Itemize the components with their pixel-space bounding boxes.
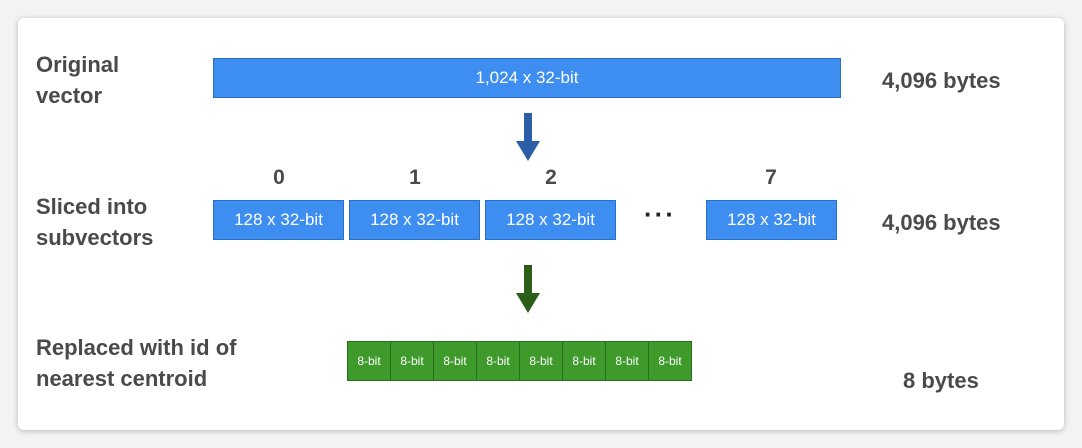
centroid-id-row: 8-bit 8-bit 8-bit 8-bit 8-bit 8-bit 8-bi… [347, 341, 692, 381]
sliced-size-label: 4,096 bytes [882, 210, 1001, 235]
original-vector-label: Original vector [36, 52, 120, 108]
subvector-box-0-text: 128 x 32-bit [234, 210, 323, 229]
subvector-box-2: 128 x 32-bit [485, 200, 616, 240]
subvector-index-2: 2 [545, 166, 557, 189]
subvector-box-1: 128 x 32-bit [349, 200, 480, 240]
ellipsis: ··· [644, 199, 676, 229]
centroid-id-cell: 8-bit [649, 342, 691, 380]
replaced-size-label: 8 bytes [903, 368, 979, 393]
subvector-box-7-text: 128 x 32-bit [727, 210, 816, 229]
subvector-box-1-text: 128 x 32-bit [370, 210, 459, 229]
centroid-id-cell: 8-bit [391, 342, 434, 380]
sliced-subvectors-label: Sliced into subvectors [36, 194, 154, 250]
centroid-id-cell: 8-bit [434, 342, 477, 380]
centroid-id-cell: 8-bit [477, 342, 520, 380]
subvector-index-0: 0 [273, 166, 285, 189]
centroid-id-cell: 8-bit [348, 342, 391, 380]
centroid-id-cell: 8-bit [563, 342, 606, 380]
subvector-index-7: 7 [765, 166, 777, 189]
original-vector-box-text: 1,024 x 32-bit [475, 68, 579, 87]
subvector-box-0: 128 x 32-bit [213, 200, 344, 240]
subvector-box-7: 128 x 32-bit [706, 200, 837, 240]
centroid-id-cell: 8-bit [520, 342, 563, 380]
original-size-label: 4,096 bytes [882, 68, 1001, 93]
centroid-id-cell: 8-bit [606, 342, 649, 380]
down-arrow-icon [516, 265, 540, 313]
subvector-box-2-text: 128 x 32-bit [506, 210, 595, 229]
subvector-index-1: 1 [409, 166, 421, 189]
replaced-centroid-label: Replaced with id of nearest centroid [36, 335, 237, 391]
down-arrow-icon [516, 113, 540, 161]
original-vector-box: 1,024 x 32-bit [213, 58, 841, 98]
